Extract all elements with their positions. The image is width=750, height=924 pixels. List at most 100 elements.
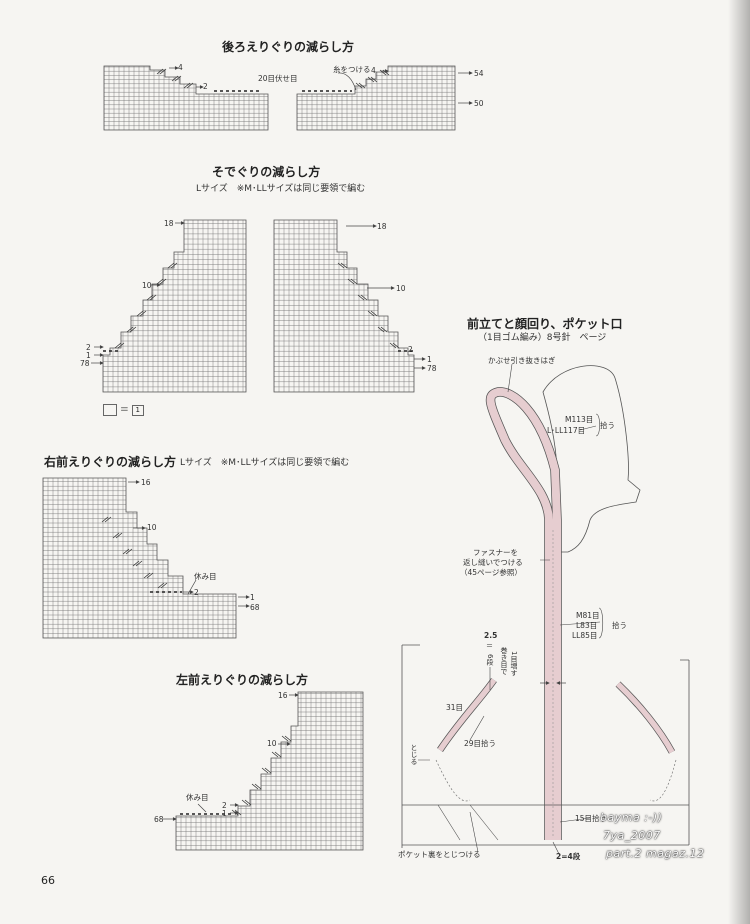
back-neck-yarn-label: 糸をつける bbox=[333, 65, 371, 74]
sleeve-label-10-left: 10 bbox=[142, 281, 152, 290]
back-neck-arrow-50 bbox=[458, 101, 473, 105]
right-front-dec-marks-mark bbox=[135, 560, 143, 567]
hood-label-tojiru: とじる bbox=[410, 744, 418, 765]
hood-arrow-placket-head bbox=[545, 681, 550, 685]
hood-fastener-line-3: （45ページ参照） bbox=[460, 568, 522, 577]
right-front-dec-marks-mark bbox=[160, 582, 168, 589]
watermark-line-3: part.2 magaz.12 bbox=[606, 847, 705, 860]
back-neck-dec-marks-mark bbox=[370, 76, 378, 83]
hood-label-15: 15目拾う bbox=[575, 814, 608, 823]
hood-label-eq6: ＝ bbox=[486, 642, 493, 650]
right-front-label-1: 1 bbox=[250, 593, 255, 602]
sleeve-dec-marks-right-mark bbox=[360, 294, 368, 301]
left-front-dec-marks-mark bbox=[274, 751, 282, 758]
sleeve-arrow-18-left-head bbox=[180, 221, 185, 225]
left-front-grid-cell-lines bbox=[176, 692, 363, 850]
hood-label-l83: L83目 bbox=[576, 621, 598, 630]
sleeve-grid-left-outline bbox=[102, 219, 247, 393]
body-outline bbox=[401, 645, 690, 848]
sleeve-dec-marks-left-mark bbox=[156, 278, 164, 285]
right-front-arrow-16-head bbox=[135, 480, 140, 484]
pocket-lining bbox=[435, 759, 677, 802]
right-front-dec-marks-mark bbox=[122, 548, 130, 555]
back-neck-label-4-right: 4 bbox=[371, 66, 376, 75]
pocket-band-right bbox=[616, 682, 675, 754]
hood-bracket-fastener bbox=[598, 607, 604, 639]
sleeve-dec-marks-right-mark bbox=[367, 310, 375, 317]
left-front-dec-marks-mark bbox=[251, 783, 259, 790]
sleeve-arrow-18-left bbox=[175, 221, 185, 225]
legend-symbol-box: 1 bbox=[131, 404, 144, 416]
back-neck-grid-right-cells bbox=[297, 66, 455, 130]
right-front-yasumi-leader bbox=[187, 579, 197, 595]
left-front-arrow-10-head bbox=[286, 742, 291, 746]
right-front-dec-marks-mark bbox=[104, 516, 112, 523]
hood-label-m113: M113目 bbox=[565, 415, 594, 424]
left-front-label-2: 2 bbox=[222, 801, 227, 810]
back-neck-dec-marks-mark bbox=[156, 68, 164, 75]
sleeve-arrow-78-right-head bbox=[421, 366, 426, 370]
back-neck-dec-marks-mark bbox=[186, 82, 194, 89]
hood-band bbox=[486, 387, 561, 840]
sleeve-dec-marks-right-mark bbox=[347, 278, 355, 285]
right-front-arrow-2-head bbox=[189, 590, 194, 594]
left-front-dec-marks-mark bbox=[264, 767, 272, 774]
sleeve-dec-marks-left-mark bbox=[126, 326, 134, 333]
sleeve-arrow-10-left bbox=[151, 283, 161, 287]
right-front-arrow-10 bbox=[133, 526, 146, 530]
right-front-dec-marks-mark bbox=[112, 532, 120, 539]
page-number: 66 bbox=[41, 874, 55, 887]
sleeve-title: そでぐりの減らし方 bbox=[212, 165, 321, 179]
sleeve-arrow-78-right bbox=[414, 366, 426, 370]
hood-label-31: 31目 bbox=[446, 703, 464, 712]
sleeve-dec-marks-right-mark bbox=[380, 326, 388, 333]
left-front-arrow-16 bbox=[289, 693, 299, 697]
pocket-band-left bbox=[437, 678, 497, 752]
right-front-grid-cells bbox=[43, 478, 236, 638]
right-front-grid-outline bbox=[42, 477, 237, 639]
sleeve-dec-marks-right-mark bbox=[370, 310, 378, 317]
back-neck-arrow-4-left bbox=[169, 66, 179, 70]
sleeve-label-10-right: 10 bbox=[396, 284, 406, 293]
right-front-arrow-68 bbox=[238, 604, 250, 608]
left-front-arrow-68-head bbox=[172, 817, 177, 821]
sleeve-dec-marks-left-mark bbox=[139, 310, 147, 317]
watermark-line-1: bayma :-)) bbox=[600, 811, 663, 824]
right-front-arrow-2 bbox=[183, 590, 194, 594]
left-front-grid-cells bbox=[176, 692, 363, 850]
left-front-arrow-68 bbox=[163, 817, 177, 821]
sleeve-label-18-left: 18 bbox=[164, 219, 174, 228]
sleeve-arrow-1-left-head bbox=[99, 353, 104, 357]
back-neck-label-2: 2 bbox=[203, 82, 208, 91]
sleeve-label-78-right: 78 bbox=[427, 364, 437, 373]
back-neck-yarn-leader bbox=[337, 72, 357, 91]
hood-label-pocket: ポケット裏をとじつける bbox=[398, 850, 481, 859]
back-neck-label-50: 50 bbox=[474, 99, 484, 108]
back-neck-dec-marks-mark bbox=[183, 82, 191, 89]
sleeve-arrow-10-right-head bbox=[390, 286, 395, 290]
right-front-arrow-1 bbox=[238, 595, 250, 599]
left-front-label-yasumi: 休み目 bbox=[186, 793, 209, 802]
left-front-label-68: 68 bbox=[154, 815, 164, 824]
right-front-title: 右前えりぐりの減らし方 bbox=[44, 455, 177, 469]
hood-label-2-5: 2.5 bbox=[484, 631, 498, 640]
back-neck-bind-off-label: 20目伏せ目 bbox=[258, 74, 298, 83]
hood-arrow-placket bbox=[540, 681, 550, 685]
right-front-label-2: 2 bbox=[194, 588, 199, 597]
right-front-label-68: 68 bbox=[250, 603, 260, 612]
left-front-dec-marks-mark bbox=[254, 783, 262, 790]
sleeve-grid-right-cell-lines bbox=[274, 220, 414, 392]
left-front-label-1: 1 bbox=[222, 809, 227, 818]
right-front-note: Lサイズ ※M･LLサイズは同じ要領で編む bbox=[180, 458, 350, 468]
left-front-title: 左前えりぐりの減らし方 bbox=[176, 673, 309, 687]
sleeve-grid-left-cell-lines bbox=[103, 220, 246, 392]
sleeve-dec-marks-right-mark bbox=[357, 294, 365, 301]
right-front-grid bbox=[42, 477, 237, 639]
sleeve-dec-marks-right-mark bbox=[389, 342, 397, 349]
back-neck-dec-marks-mark bbox=[367, 76, 375, 83]
sleeve-dec-marks-right-mark bbox=[340, 262, 348, 269]
right-front-dec-marks-mark bbox=[101, 516, 109, 523]
sleeve-dec-marks-left-mark bbox=[129, 326, 137, 333]
sleeve-label-78-left: 78 bbox=[80, 359, 90, 368]
